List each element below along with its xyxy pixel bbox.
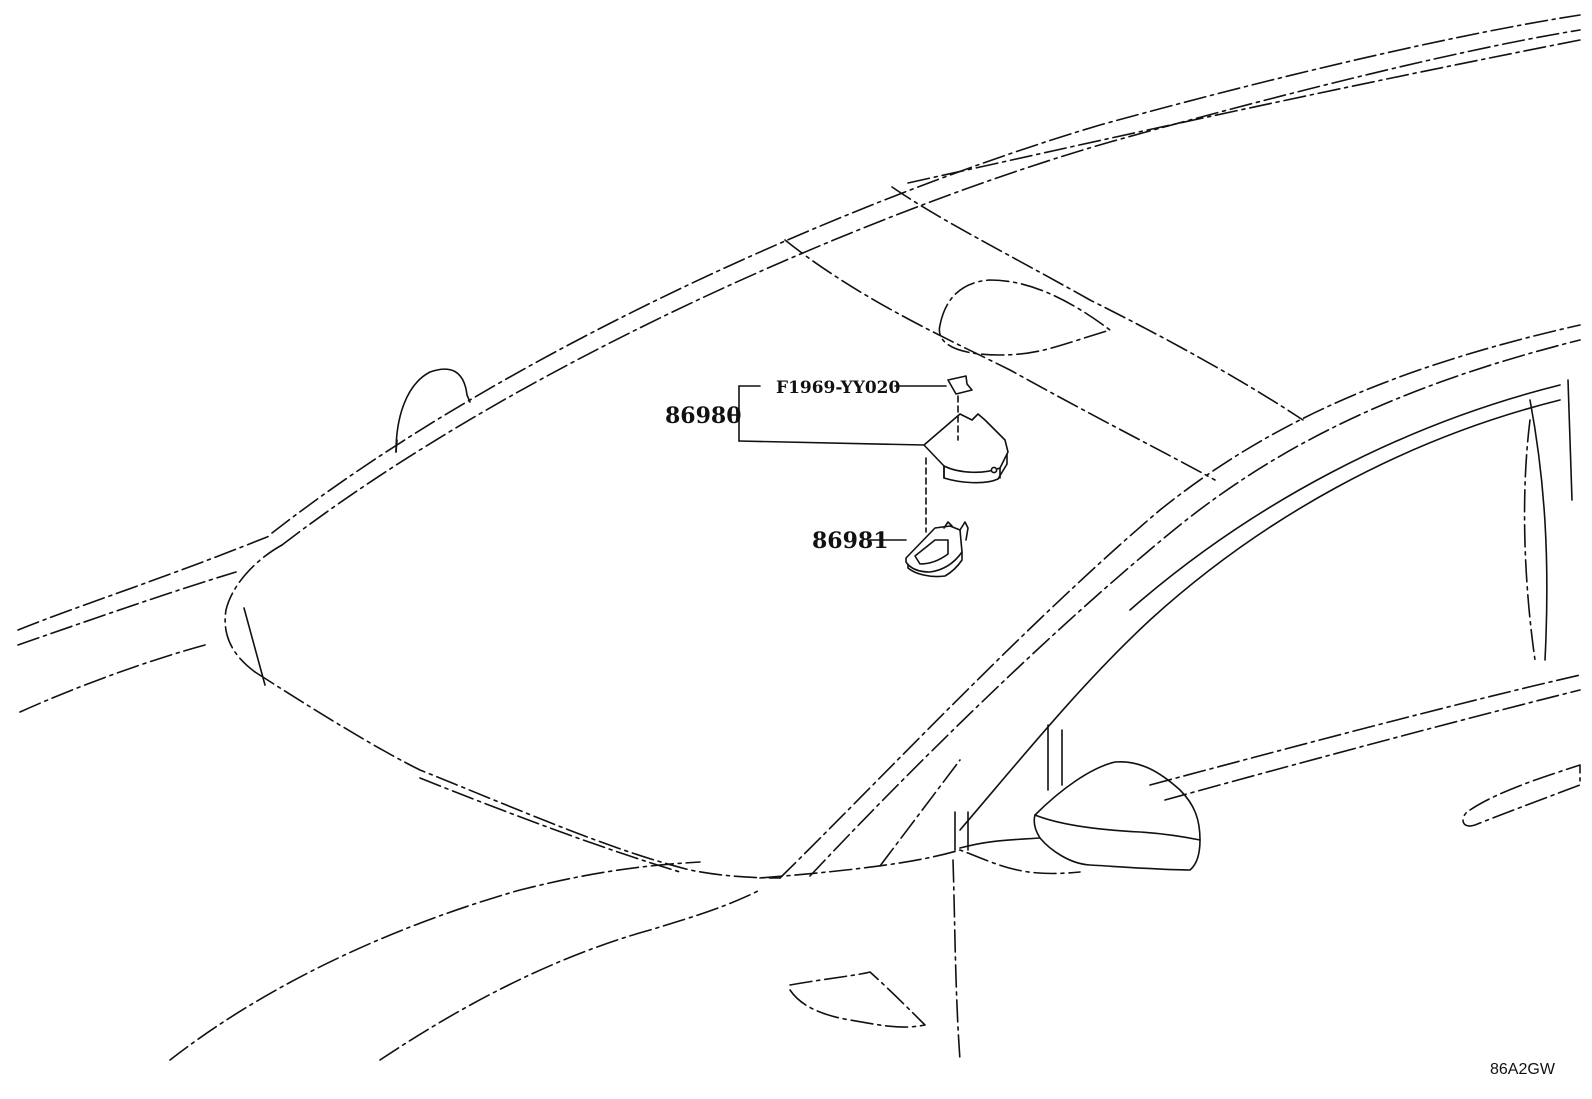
callout-86981: 86981 [812,528,889,554]
left-mirror [395,368,471,453]
body-side-right [759,379,1581,1061]
roof-interior-lines [784,186,1304,481]
camera-bracket-part [905,521,969,578]
callout-86980: 86980 [665,403,742,429]
windshield-outline [224,324,1581,879]
leader-lines [728,385,959,541]
callout-f1969-yy020: F1969-YY020 [776,378,901,398]
side-mirror-right [959,761,1201,871]
label-sticker-part [947,375,973,395]
camera-cover-part [923,413,1009,484]
roof-edge-lines [271,14,1581,546]
figure-code: 86A2GW [1490,1061,1556,1078]
hood-fender-left [17,534,761,1061]
